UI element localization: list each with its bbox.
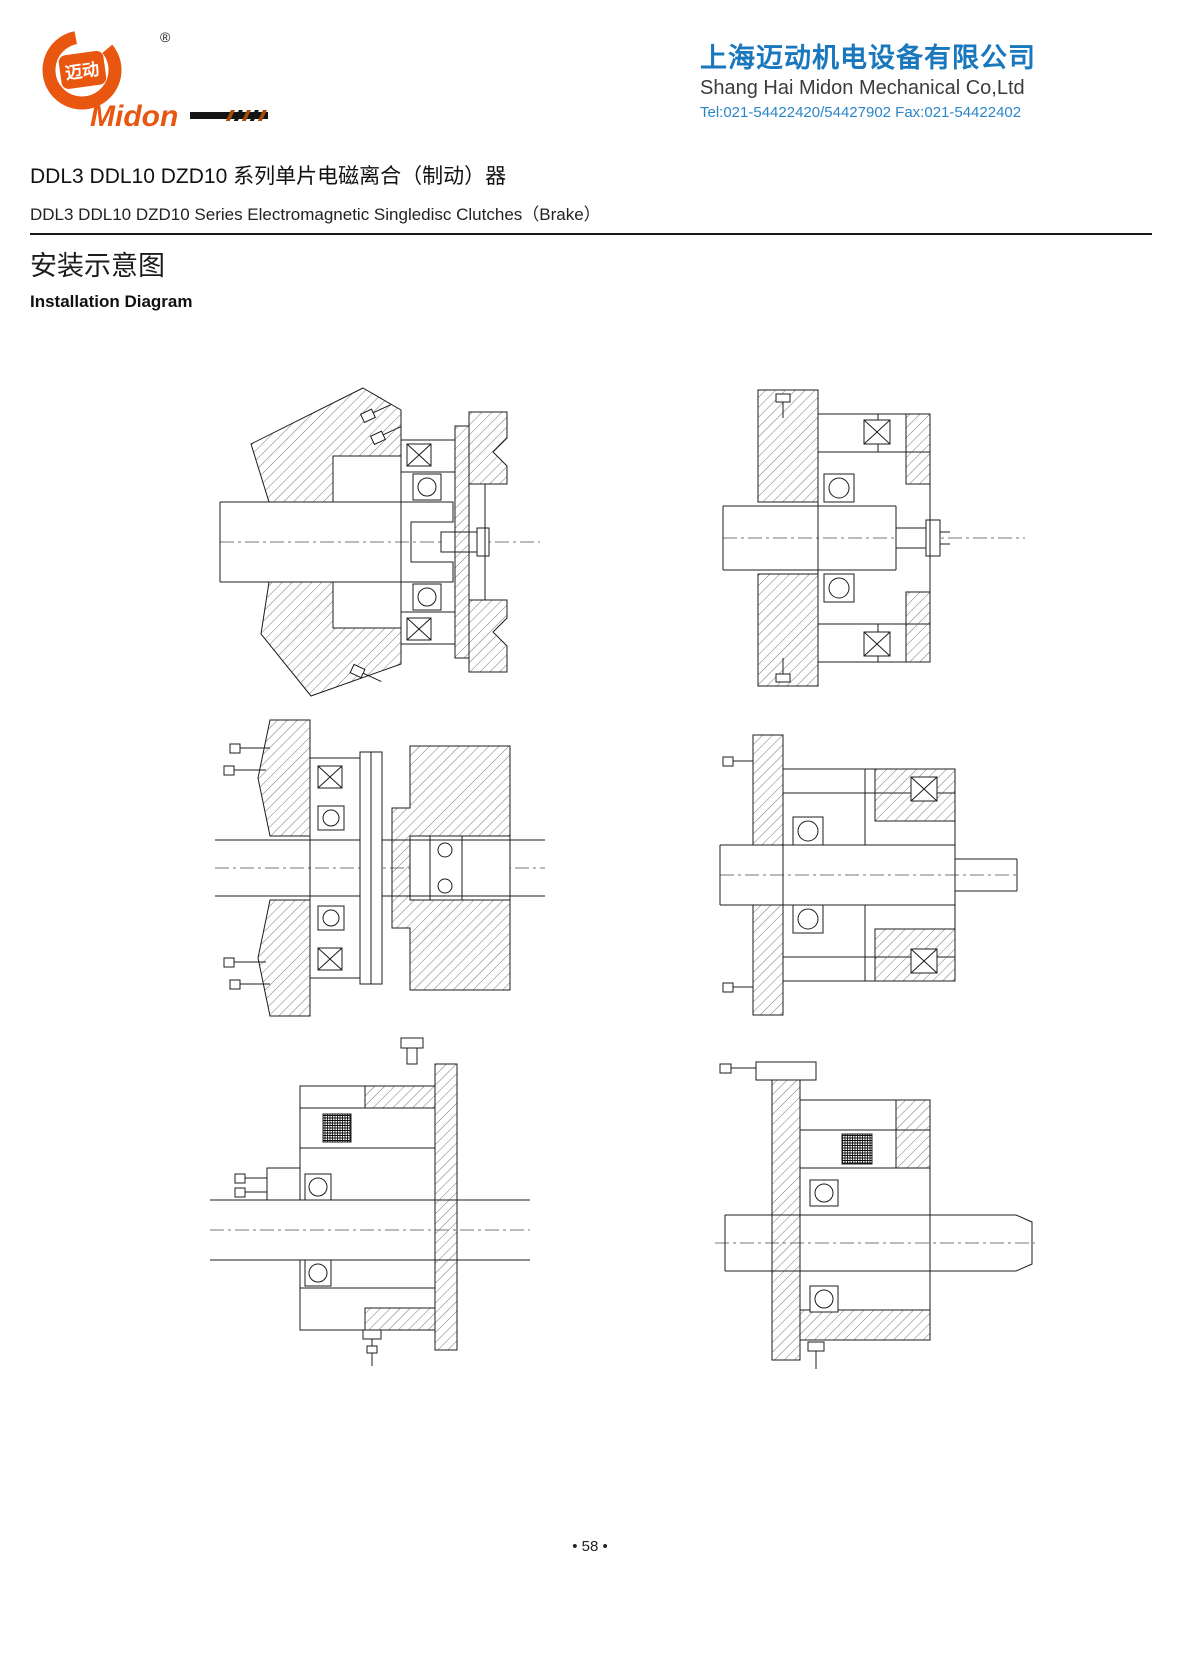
- installation-figure-6: [715, 1061, 1035, 1369]
- product-series-title-en: DDL3 DDL10 DZD10 Series Electromagnetic …: [30, 200, 1152, 235]
- company-logo: 迈动 ® Midon: [28, 22, 348, 137]
- company-contact: Tel:021-54422420/54427902 Fax:021-544224…: [700, 104, 1022, 122]
- driven-housing: [391, 745, 511, 991]
- installation-figure-3: [215, 719, 545, 1017]
- mounting-wall: [722, 734, 784, 1016]
- company-info-block: 上海迈动机电设备有限公司 Shang Hai Midon Mechanical …: [700, 42, 1120, 122]
- mounting-bolts: [349, 403, 402, 683]
- logo-en-text: Midon: [90, 100, 178, 133]
- installation-figure-5: [210, 1037, 530, 1366]
- clutch-body: [400, 425, 470, 659]
- bottom-bolt: [807, 1341, 825, 1369]
- page-number: • 58 •: [572, 1538, 608, 1555]
- bottom-bolt: [362, 1329, 382, 1366]
- clutch-body: [309, 751, 383, 985]
- installation-figure-2: [722, 389, 1025, 687]
- logo-cn-text: 迈动: [64, 60, 100, 84]
- shaft: [724, 1214, 1033, 1272]
- clutch-body: [782, 768, 956, 982]
- section-heading-en: Installation Diagram: [30, 292, 193, 311]
- shaft: [210, 1199, 530, 1261]
- mounting-wall: [757, 389, 819, 687]
- section-heading-cn: 安装示意图: [30, 251, 165, 281]
- logo-stripes-icon: [225, 110, 267, 121]
- company-name-en: Shang Hai Midon Mechanical Co,Ltd: [700, 77, 1025, 100]
- brake-body: [299, 1085, 436, 1331]
- top-bolt: [400, 1037, 424, 1065]
- v-belt-pulley: [468, 411, 508, 673]
- brake-body: [799, 1099, 931, 1341]
- clutch-body: [817, 413, 931, 663]
- mounting-wall: [223, 719, 311, 1017]
- registered-trademark-icon: ®: [160, 29, 171, 45]
- installation-figure-1: [219, 387, 540, 697]
- product-series-title-cn: DDL3 DDL10 DZD10 系列单片电磁离合（制动）器: [30, 165, 507, 188]
- left-flange-bolts: [234, 1167, 301, 1201]
- installation-figure-4: [719, 734, 1020, 1016]
- flange-plate: [434, 1063, 458, 1351]
- logo-swirl-icon: [42, 30, 122, 110]
- company-name-cn: 上海迈动机电设备有限公司: [700, 43, 1036, 73]
